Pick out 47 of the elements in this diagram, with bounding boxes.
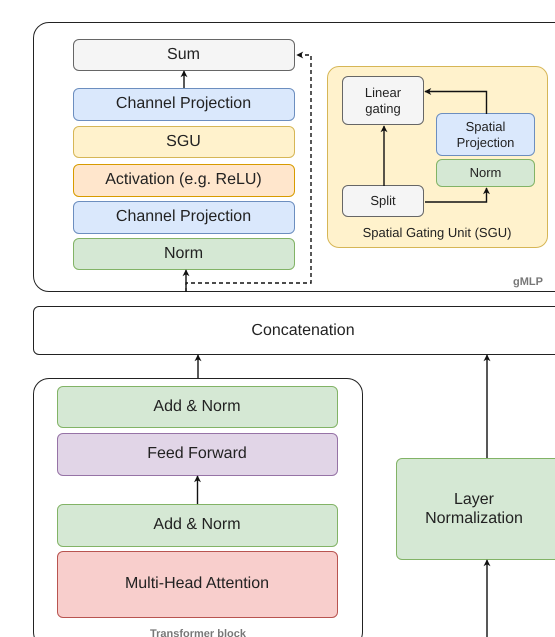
arrow (194, 354, 202, 378)
projection-box (72, 200, 294, 234)
arrow (180, 70, 188, 88)
box-label: Linear gating (364, 84, 402, 116)
container-label: Transformer block (149, 628, 247, 637)
sgu-box (72, 126, 294, 158)
norm-box (72, 238, 294, 270)
panel-label: Spatial Gating Unit (SGU) (362, 224, 512, 240)
container-box (33, 378, 363, 637)
box-label: Channel Projection (114, 94, 252, 114)
arrow (425, 187, 490, 203)
box-label: Multi-Head Attention (124, 574, 270, 594)
box-label: Channel Projection (114, 207, 252, 227)
box-label: Norm (162, 244, 204, 264)
process-box (342, 185, 424, 217)
feed-forward-box (56, 432, 338, 476)
box-label: SGU (165, 132, 202, 152)
norm-box (436, 159, 535, 187)
container-box (33, 22, 555, 292)
box-label: Activation (e.g. ReLU) (104, 170, 263, 190)
box-label: Layer Normalization (424, 490, 524, 528)
box-label: Add & Norm (152, 396, 242, 416)
activation-box (72, 164, 294, 196)
module-panel (326, 66, 548, 248)
arrow (424, 88, 488, 114)
box-label: Concatenation (250, 320, 356, 340)
arrow (194, 475, 201, 504)
process-box (72, 38, 294, 70)
skip-connection-arrow (185, 52, 312, 292)
box-label: Feed Forward (146, 444, 248, 464)
norm-box (56, 386, 338, 428)
concatenation-box (33, 306, 555, 355)
norm-box (56, 504, 338, 546)
arrow (484, 559, 490, 637)
container-label: gMLP (512, 276, 544, 289)
projection-box (436, 113, 535, 156)
box-label: Spatial Projection (456, 118, 516, 150)
box-label: Sum (166, 44, 201, 64)
box-label: Add & Norm (152, 515, 242, 535)
attention-box (56, 550, 338, 618)
arrow (380, 125, 388, 186)
projection-box (72, 88, 294, 120)
process-box (342, 76, 424, 125)
norm-box (396, 458, 555, 560)
box-label: Norm (468, 165, 502, 181)
box-label: Split (369, 193, 397, 209)
arrow (484, 354, 490, 458)
